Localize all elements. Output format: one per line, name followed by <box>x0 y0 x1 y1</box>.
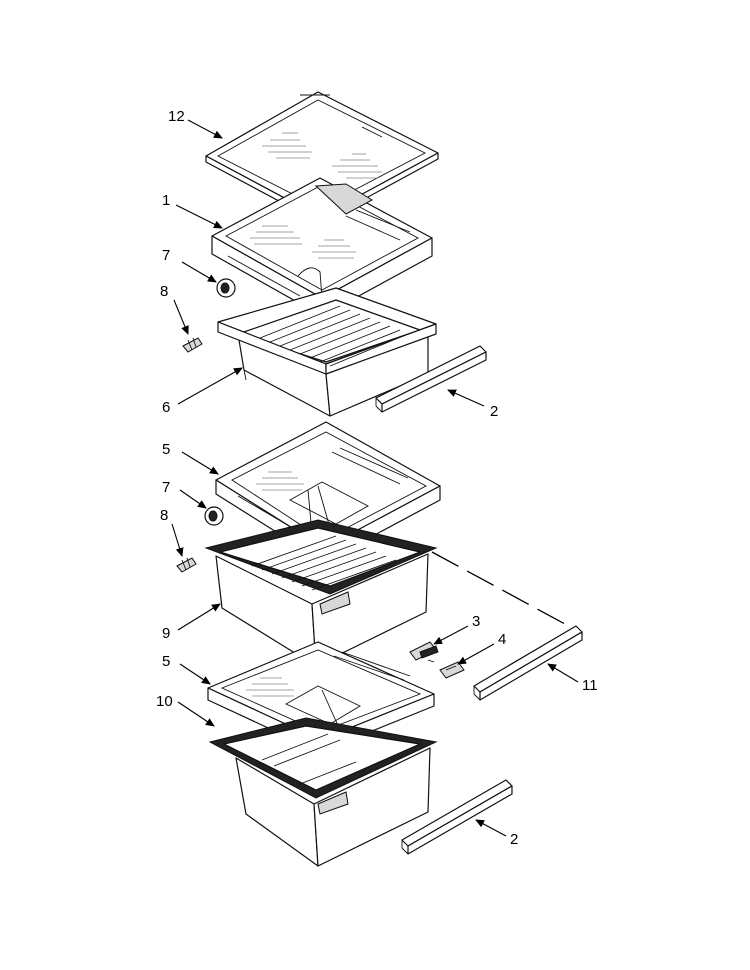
callout-5: 5 <box>162 653 170 670</box>
callout-8: 8 <box>160 283 168 300</box>
callout-1: 1 <box>162 192 170 209</box>
alignment-dashed-line <box>431 551 577 631</box>
part-3-bracket <box>409 641 439 663</box>
callout-9: 9 <box>162 625 170 642</box>
callout-12: 12 <box>168 108 185 125</box>
callout-2: 2 <box>490 403 498 420</box>
callout-4: 4 <box>498 631 506 648</box>
part-4-clip <box>439 661 465 679</box>
callout-6: 6 <box>162 399 170 416</box>
callout-7: 7 <box>162 247 170 264</box>
callout-11: 11 <box>582 677 598 694</box>
callout-7: 7 <box>162 479 170 496</box>
callout-10: 10 <box>156 693 173 710</box>
part-11-slide-rail <box>473 625 583 701</box>
part-2-slide-rail-top <box>375 345 487 413</box>
callout-2: 2 <box>510 831 518 848</box>
part-10-crisper-drawer-bottom <box>208 717 438 867</box>
part-7-humidity-control-middle <box>204 506 224 526</box>
callout-labels: 12 1 7 8 6 2 5 7 8 9 3 4 11 5 10 2 <box>156 108 598 848</box>
part-8-fastener-top <box>182 337 203 353</box>
part-9-crisper-drawer-middle <box>204 519 438 667</box>
callout-3: 3 <box>472 613 480 630</box>
part-2-slide-rail-bottom <box>401 779 513 855</box>
callout-5: 5 <box>162 441 170 458</box>
leader-lines <box>171 119 579 837</box>
part-6-crisper-drawer-top <box>217 287 437 417</box>
part-7-humidity-control-top <box>216 278 236 298</box>
callout-8: 8 <box>160 507 168 524</box>
part-8-fastener-middle <box>176 557 197 573</box>
part-5-crisper-cover-bottom <box>207 641 435 753</box>
